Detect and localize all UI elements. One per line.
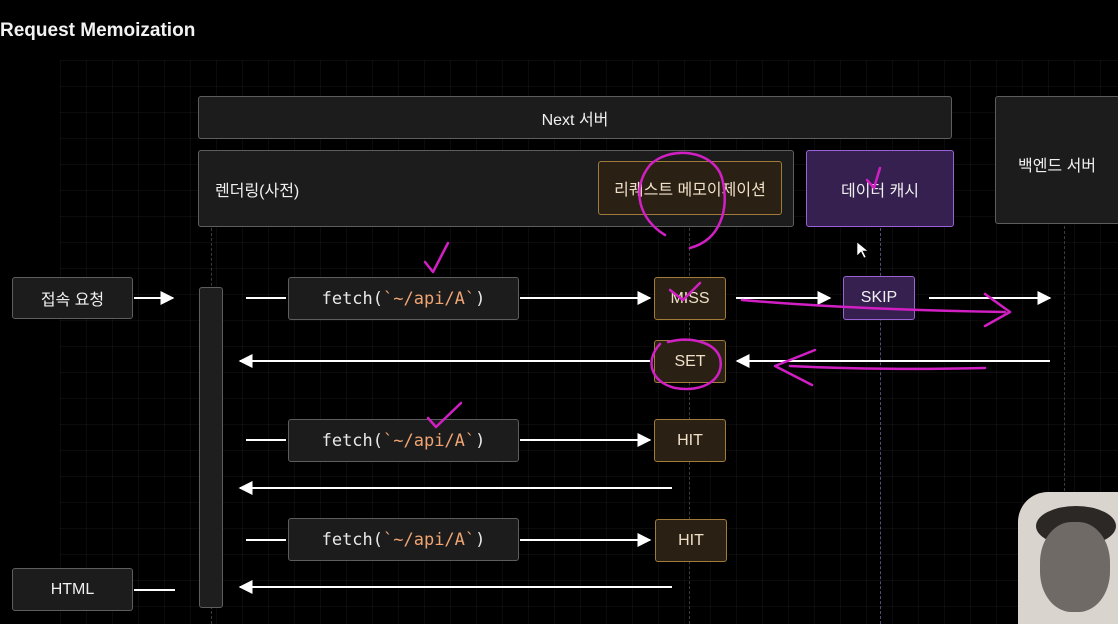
fetch-suffix: ): [475, 430, 486, 451]
hit-state-1: HIT: [654, 419, 726, 462]
backend-server-label: 백엔드 서버: [1017, 158, 1097, 175]
rendering-label: 렌더링(사전): [215, 182, 300, 200]
annotation-strokes: [423, 151, 1012, 429]
flow-annotation: [788, 364, 987, 371]
hit-state-2: HIT: [655, 519, 727, 562]
fetch-prefix: fetch(: [321, 288, 384, 309]
set-label: SET: [674, 352, 706, 370]
presenter-face: [1040, 522, 1110, 612]
checkmark-icon: [423, 241, 450, 274]
circle-annotation: [638, 151, 726, 250]
fetch-prefix: fetch(: [321, 430, 384, 451]
cursor-icon: [856, 241, 869, 259]
lifeline-backend: [1064, 226, 1065, 496]
lifeline-data-cache: [880, 228, 881, 624]
diagram-title: Request Memoization: [0, 20, 196, 41]
checkmark-icon: [426, 401, 463, 429]
fetch-suffix: ): [475, 288, 486, 309]
fetch-call-2: fetch(`~/api/A`): [288, 419, 519, 462]
checkmark-icon: [865, 166, 882, 190]
backend-server-box: 백엔드 서버: [995, 96, 1118, 224]
presenter-webcam: [1018, 492, 1118, 624]
fetch-call-1: fetch(`~/api/A`): [288, 277, 519, 320]
skip-state: SKIP: [843, 276, 915, 320]
request-memoization-label: 리퀘스트 메모이제이션: [614, 182, 766, 199]
hit-label: HIT: [677, 431, 703, 449]
fetch-suffix: ): [475, 529, 486, 550]
hit-label: HIT: [678, 531, 704, 549]
miss-state: MISS: [654, 277, 726, 320]
fetch-arg: `~/api/A`: [383, 430, 476, 451]
flow-annotation: [740, 298, 1007, 314]
arrow-head-annotation: [773, 348, 817, 387]
access-request-box: 접속 요청: [12, 277, 133, 319]
request-memoization-box: 리퀘스트 메모이제이션: [598, 161, 782, 215]
fetch-arg: `~/api/A`: [383, 288, 476, 309]
miss-label: MISS: [670, 289, 710, 307]
rendering-activation-bar: [199, 287, 223, 608]
fetch-prefix: fetch(: [321, 529, 384, 550]
html-label: HTML: [50, 580, 95, 598]
next-server-label: Next 서버: [541, 111, 609, 129]
data-cache-box: 데이터 캐시: [806, 150, 954, 227]
next-server-header: Next 서버: [198, 96, 952, 139]
circle-annotation: [650, 338, 723, 391]
access-request-label: 접속 요청: [40, 292, 105, 309]
skip-label: SKIP: [860, 289, 898, 306]
arrow-head-annotation: [983, 292, 1012, 328]
data-cache-label: 데이터 캐시: [840, 182, 920, 200]
html-box: HTML: [12, 568, 133, 611]
fetch-arg: `~/api/A`: [383, 529, 476, 550]
checkmark-icon: [668, 281, 702, 302]
fetch-call-3: fetch(`~/api/A`): [288, 518, 519, 561]
